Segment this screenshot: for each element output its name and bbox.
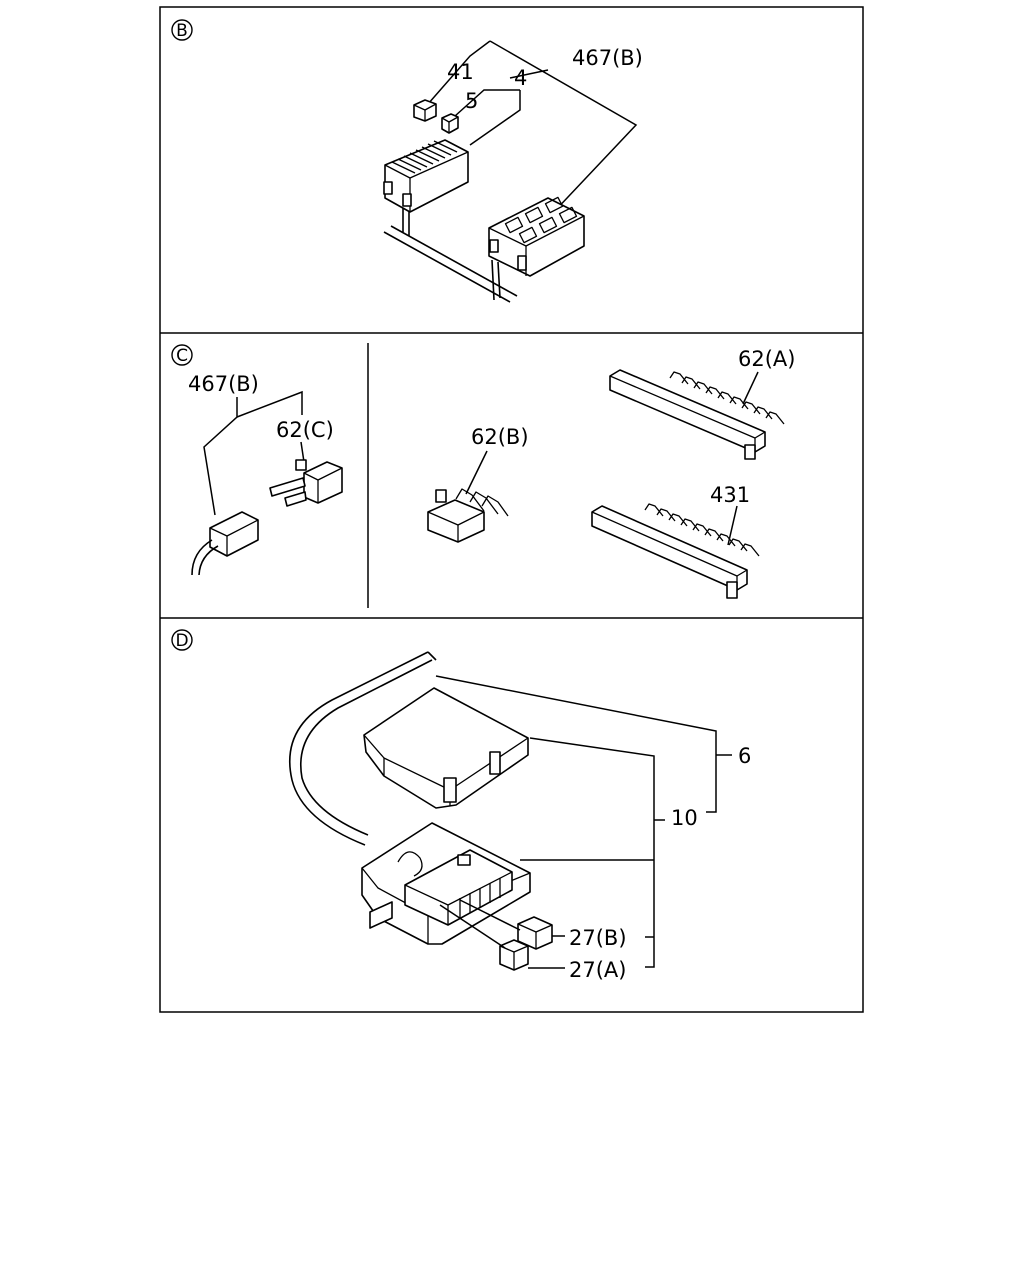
terminal-62b xyxy=(427,488,509,543)
relay-box-upper xyxy=(383,139,469,213)
label-62a: 62(A) xyxy=(738,347,795,371)
label-62c: 62(C) xyxy=(276,418,334,442)
connector-467b-c xyxy=(191,511,259,576)
leader-lines-c-left xyxy=(203,390,305,516)
label-62b: 62(B) xyxy=(471,425,529,449)
section-c: C 467(B) 62(C) 62(A) xyxy=(171,344,795,599)
label-10: 10 xyxy=(671,806,698,830)
relay-27a xyxy=(499,939,529,971)
section-b: B 41 5 4 467(B) xyxy=(171,19,643,303)
section-b-marker: B xyxy=(171,19,193,41)
leader-62b xyxy=(465,450,488,495)
harness-wire-d xyxy=(288,651,437,846)
relay-41 xyxy=(413,99,437,122)
terminal-strip-431 xyxy=(591,503,760,599)
label-431: 431 xyxy=(710,483,750,507)
leader-lines-b xyxy=(427,40,638,216)
diagram-frame xyxy=(159,6,864,1013)
fuse-box-base xyxy=(361,822,531,945)
label-27a: 27(A) xyxy=(569,958,626,982)
section-b-marker-letter: B xyxy=(176,21,188,41)
leader-lines-d xyxy=(435,675,732,969)
fuse-box-cover xyxy=(363,687,529,809)
label-6: 6 xyxy=(738,744,751,768)
fuse-5 xyxy=(441,113,459,134)
section-c-marker: C xyxy=(171,344,193,366)
label-27b: 27(B) xyxy=(569,926,627,950)
section-d: D xyxy=(171,629,751,982)
section-d-marker-letter: D xyxy=(175,631,188,651)
label-467b-c: 467(B) xyxy=(188,372,259,396)
leader-62a xyxy=(742,371,759,405)
terminal-62c xyxy=(269,459,343,507)
terminal-strip-62a xyxy=(609,369,785,460)
section-d-marker: D xyxy=(171,629,193,651)
label-4: 4 xyxy=(514,66,527,90)
label-41: 41 xyxy=(447,60,474,84)
section-c-marker-letter: C xyxy=(176,346,188,366)
relay-box-lower xyxy=(488,196,585,277)
label-467b: 467(B) xyxy=(572,46,643,70)
